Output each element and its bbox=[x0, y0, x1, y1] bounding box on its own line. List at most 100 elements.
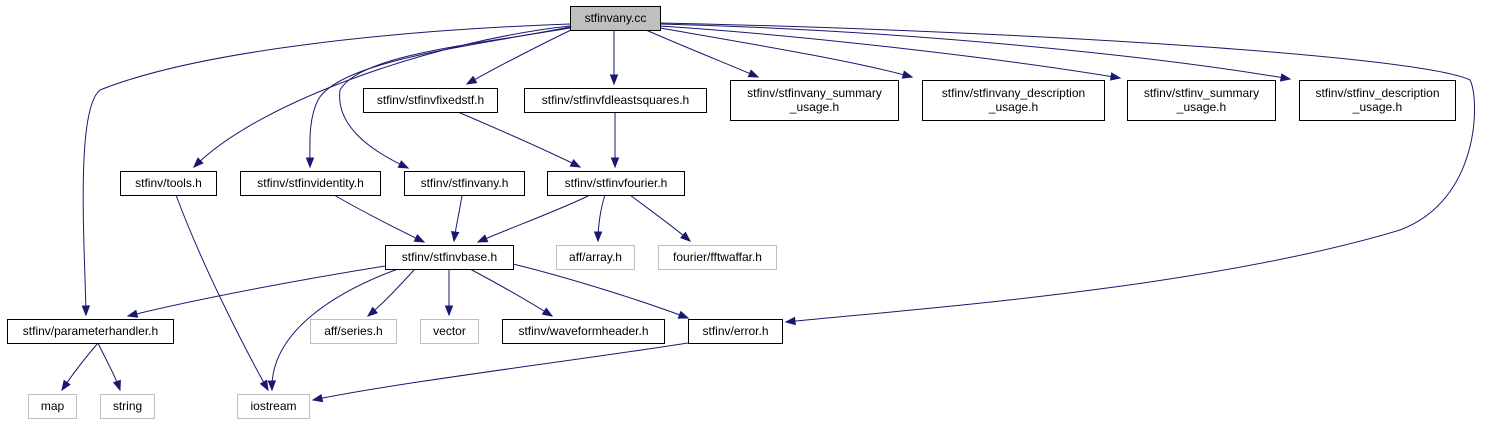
edge-line bbox=[312, 342, 689, 401]
node-stfinv-summary[interactable]: stfinv/stfinv_summary_usage.h bbox=[1127, 80, 1276, 121]
arrowhead-icon bbox=[193, 157, 204, 168]
node-label: stfinv/stfinvbase.h bbox=[402, 250, 497, 264]
arrowhead-icon bbox=[397, 160, 410, 169]
node-box bbox=[730, 80, 899, 121]
edge-line bbox=[466, 29, 572, 85]
edge-base-to-waveformheader bbox=[469, 268, 554, 317]
edge-identity-to-base bbox=[333, 194, 426, 243]
node-box bbox=[310, 319, 397, 344]
edge-base-to-aff_series bbox=[366, 268, 416, 317]
edge-line bbox=[175, 194, 269, 391]
node-fdleastsquares[interactable]: stfinv/stfinvfdleastsquares.h bbox=[524, 88, 707, 113]
edge-stfinvany_cc-to-fdleastsquares bbox=[609, 30, 619, 86]
node-label: stfinv/error.h bbox=[702, 324, 768, 338]
node-error[interactable]: stfinv/error.h bbox=[688, 319, 783, 344]
node-box bbox=[28, 394, 77, 419]
edge-base-to-error bbox=[512, 263, 690, 319]
arrowhead-icon bbox=[1109, 72, 1122, 81]
arrowhead-icon bbox=[267, 380, 277, 392]
arrowhead-icon bbox=[610, 157, 620, 169]
edge-fixedstf-to-fourier bbox=[457, 111, 582, 168]
arrowhead-icon bbox=[81, 305, 91, 317]
arrowhead-icon bbox=[680, 231, 692, 242]
node-label: stfinv/stfinvany.h bbox=[421, 176, 509, 190]
edge-base-to-vector bbox=[444, 269, 454, 317]
node-label: aff/series.h bbox=[324, 324, 382, 338]
edge-base-to-iostream bbox=[267, 268, 399, 392]
node-label: stfinv/stfinvfourier.h bbox=[565, 176, 668, 190]
node-label: _usage.h bbox=[789, 100, 839, 114]
edge-line bbox=[629, 194, 691, 242]
node-box bbox=[404, 171, 525, 196]
arrowhead-icon bbox=[444, 305, 454, 317]
node-label: stfinv/waveformheader.h bbox=[518, 324, 648, 338]
node-box bbox=[556, 245, 635, 270]
node-label: _usage.h bbox=[1176, 100, 1226, 114]
edge-stfinvany_cc-to-stfinv_description bbox=[659, 23, 1292, 82]
edge-fdleastsquares-to-fourier bbox=[610, 112, 620, 169]
node-aff-series: aff/series.h bbox=[310, 319, 397, 344]
arrowhead-icon bbox=[311, 393, 324, 403]
edge-stfinvany_cc-to-any_summary bbox=[645, 29, 760, 78]
edge-line bbox=[659, 23, 1291, 80]
node-stfinvany-h[interactable]: stfinv/stfinvany.h bbox=[404, 171, 525, 196]
node-label: fourier/fftwaffar.h bbox=[673, 250, 762, 264]
edge-line bbox=[193, 25, 571, 168]
node-string: string bbox=[100, 394, 155, 419]
arrowhead-icon bbox=[541, 307, 554, 317]
edge-error-to-iostream bbox=[311, 342, 689, 403]
node-label: stfinv/stfinvidentity.h bbox=[257, 176, 364, 190]
node-any-description[interactable]: stfinv/stfinvany_description_usage.h bbox=[922, 80, 1105, 121]
edge-stfinvany_cc-to-paramhandler bbox=[81, 23, 571, 317]
edge-line bbox=[457, 111, 581, 168]
arrowhead-icon bbox=[784, 316, 796, 326]
node-waveformheader[interactable]: stfinv/waveformheader.h bbox=[502, 319, 665, 344]
edge-fourier-to-base bbox=[476, 194, 591, 243]
edge-line bbox=[659, 27, 913, 78]
node-map: map bbox=[28, 394, 77, 419]
node-box bbox=[237, 394, 310, 419]
arrowhead-icon bbox=[747, 69, 760, 78]
edge-line bbox=[271, 268, 399, 391]
node-base[interactable]: stfinv/stfinvbase.h bbox=[385, 245, 514, 270]
node-vector: vector bbox=[420, 319, 479, 344]
node-tools[interactable]: stfinv/tools.h bbox=[120, 171, 217, 196]
arrowhead-icon bbox=[465, 75, 478, 85]
edge-stfinvany_cc-to-error bbox=[659, 22, 1476, 326]
edge-stfinvany_h-to-base bbox=[451, 194, 463, 243]
edge-fourier-to-fftwaffar bbox=[629, 194, 692, 242]
node-label: stfinv/tools.h bbox=[135, 176, 202, 190]
node-box bbox=[1299, 80, 1456, 121]
node-label: vector bbox=[433, 324, 466, 338]
node-stfinvany-cc[interactable]: stfinvany.cc bbox=[570, 6, 661, 31]
node-iostream: iostream bbox=[237, 394, 310, 419]
node-fourier[interactable]: stfinv/stfinvfourier.h bbox=[547, 171, 685, 196]
edge-line bbox=[339, 27, 571, 169]
node-box bbox=[7, 319, 174, 344]
node-any-summary[interactable]: stfinv/stfinvany_summary_usage.h bbox=[730, 80, 899, 121]
node-aff-array: aff/array.h bbox=[556, 245, 635, 270]
node-stfinv-description[interactable]: stfinv/stfinv_description_usage.h bbox=[1299, 80, 1456, 121]
node-label: stfinv/stfinv_description bbox=[1315, 86, 1439, 100]
node-label: map bbox=[41, 399, 65, 413]
edge-line bbox=[127, 265, 386, 317]
node-paramhandler[interactable]: stfinv/parameterhandler.h bbox=[7, 319, 174, 344]
arrowhead-icon bbox=[451, 231, 460, 243]
node-box bbox=[922, 80, 1105, 121]
arrowhead-icon bbox=[593, 231, 603, 243]
edge-base-to-paramhandler bbox=[126, 265, 386, 318]
edge-stfinvany_cc-to-tools bbox=[193, 25, 571, 168]
edge-stfinvany_cc-to-fixedstf bbox=[465, 29, 572, 85]
node-identity[interactable]: stfinv/stfinvidentity.h bbox=[240, 171, 381, 196]
edge-line bbox=[367, 268, 416, 317]
arrowhead-icon bbox=[305, 157, 315, 169]
arrowhead-icon bbox=[1279, 73, 1292, 82]
edge-line bbox=[512, 263, 689, 319]
node-label: _usage.h bbox=[1352, 100, 1402, 114]
arrowhead-icon bbox=[61, 379, 71, 392]
node-fftwaffar: fourier/fftwaffar.h bbox=[658, 245, 777, 270]
edge-line bbox=[659, 22, 1476, 323]
node-fixedstf[interactable]: stfinv/stfinvfixedstf.h bbox=[363, 88, 498, 113]
node-label: stfinv/parameterhandler.h bbox=[23, 324, 158, 338]
arrowhead-icon bbox=[366, 306, 379, 317]
